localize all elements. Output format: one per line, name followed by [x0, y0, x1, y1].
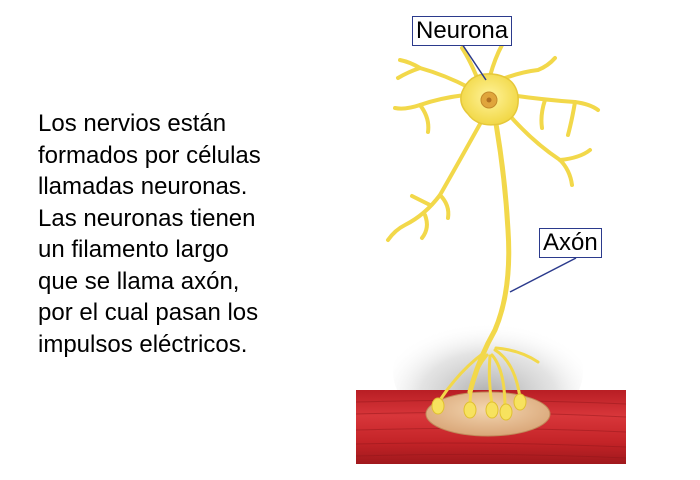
neuron-leader-line — [461, 43, 487, 81]
axon-terminals — [438, 346, 540, 410]
neuron-label: Neurona — [412, 16, 513, 46]
description-line: Las neuronas tienen — [38, 204, 256, 232]
description-line: Los nervios están — [38, 110, 227, 137]
description-text: Los nervios están formados por células l… — [38, 108, 328, 360]
description-line: que se llama axón, — [38, 267, 240, 295]
axon-label: Axón — [539, 228, 602, 258]
description-line: llamadas neuronas. — [38, 173, 248, 200]
description-line: formados por células — [38, 141, 261, 169]
terminal-boutons — [431, 393, 527, 421]
description-line: por el cual pasan los — [38, 299, 259, 326]
axon-leader-line — [509, 257, 577, 293]
nucleolus — [486, 97, 492, 103]
description-line: impulsos eléctricos. — [38, 330, 248, 358]
description-line: un filamento largo — [38, 236, 229, 263]
